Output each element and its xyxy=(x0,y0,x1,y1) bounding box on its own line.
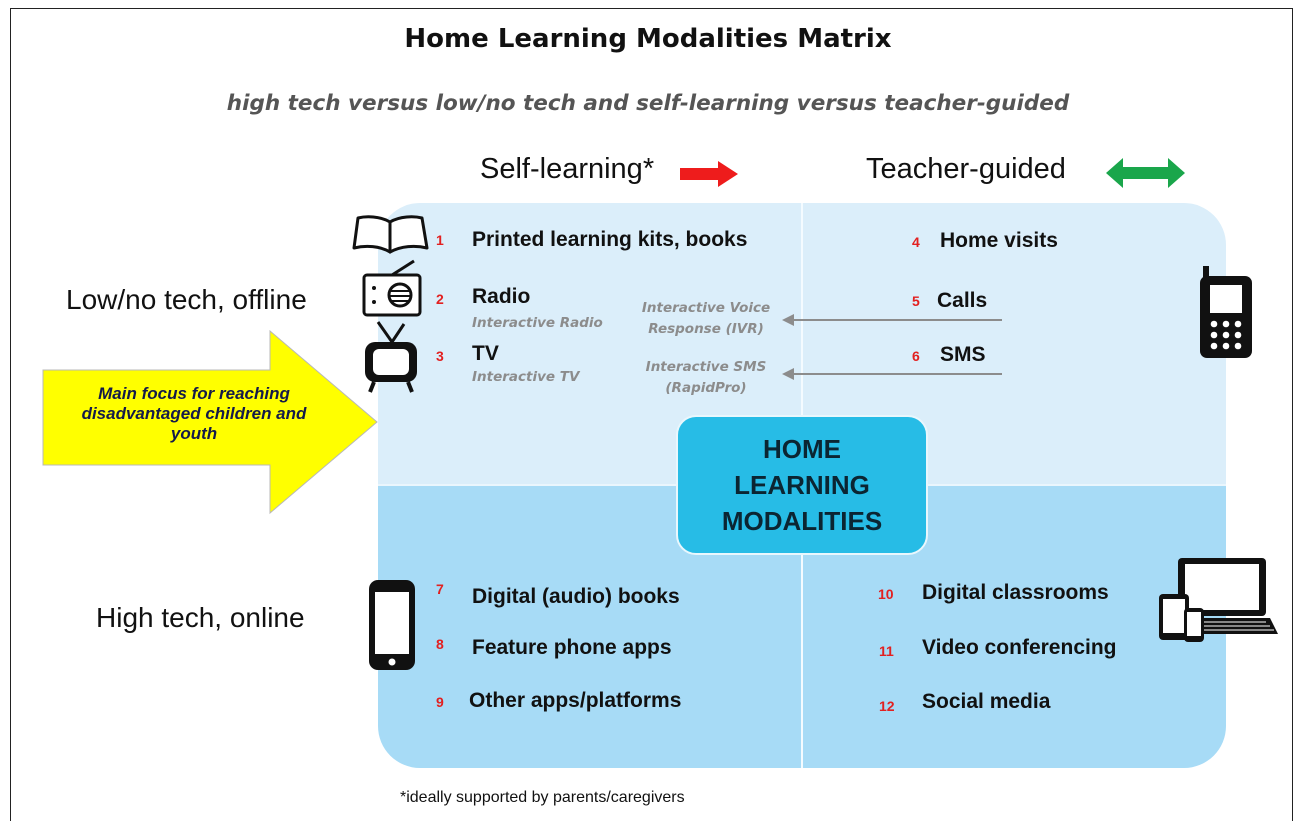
tv-icon xyxy=(365,321,417,393)
item-number: 12 xyxy=(879,698,895,714)
sms-connector-line1: Interactive SMS xyxy=(645,359,767,375)
item-number: 5 xyxy=(912,293,920,309)
center-label: HOME LEARNING MODALITIES xyxy=(721,434,883,536)
item-number: 9 xyxy=(436,694,444,710)
sms-connector-line2: (RapidPro) xyxy=(665,380,747,396)
item-number: 1 xyxy=(436,232,444,248)
footnote: *ideally supported by parents/caregivers xyxy=(400,789,685,806)
item-number: 11 xyxy=(879,643,894,659)
row-label-low-tech: Low/no tech, offline xyxy=(66,284,307,315)
item-number: 10 xyxy=(878,586,894,602)
sms-connector-label: Interactive SMS (RapidPro) xyxy=(636,357,776,399)
column-header-self-learning: Self-learning* xyxy=(480,153,655,185)
book-icon xyxy=(352,215,429,254)
radio-icon xyxy=(362,259,422,317)
devices-icon xyxy=(1159,558,1278,642)
item-printed-kits: Printed learning kits, books xyxy=(472,228,748,251)
connector-arrows xyxy=(782,314,1002,380)
item-video-conferencing: Video conferencing xyxy=(922,636,1117,659)
diagram-subtitle: high tech versus low/no tech and self-le… xyxy=(226,91,1070,116)
item-radio-sub: Interactive Radio xyxy=(472,315,603,331)
item-home-visits: Home visits xyxy=(940,229,1058,252)
item-number: 2 xyxy=(436,291,444,307)
item-other-apps: Other apps/platforms xyxy=(469,689,682,712)
item-number: 3 xyxy=(436,348,444,364)
home-learning-modalities-box: HOME LEARNING MODALITIES xyxy=(676,415,928,555)
item-number: 6 xyxy=(912,348,920,364)
diagram-title: Home Learning Modalities Matrix xyxy=(404,24,892,54)
item-tv: TV xyxy=(472,342,499,365)
red-arrow-icon xyxy=(680,161,738,187)
double-arrow-icon xyxy=(1106,158,1185,188)
item-number: 4 xyxy=(912,234,920,250)
item-sms: SMS xyxy=(940,343,986,366)
item-calls: Calls xyxy=(937,289,988,312)
smartphone-icon xyxy=(369,580,415,670)
ivr-label-line1: Interactive Voice xyxy=(641,300,771,316)
item-radio: Radio xyxy=(472,285,531,308)
item-digital-classrooms: Digital classrooms xyxy=(922,581,1109,604)
callout-text: Main focus for reaching disadvantaged ch… xyxy=(81,384,307,443)
ivr-label-line2: Response (IVR) xyxy=(648,321,764,337)
item-feature-phone-apps: Feature phone apps xyxy=(472,636,672,659)
ivr-label: Interactive Voice Response (IVR) xyxy=(636,298,776,340)
feature-phone-icon xyxy=(1200,266,1252,358)
item-number: 7 xyxy=(436,581,444,597)
item-tv-sub: Interactive TV xyxy=(472,369,580,385)
item-digital-books: Digital (audio) books xyxy=(472,585,680,608)
row-label-high-tech: High tech, online xyxy=(96,602,305,633)
column-header-teacher-guided: Teacher-guided xyxy=(866,153,1066,185)
callout-arrow-icon xyxy=(42,330,378,515)
item-social-media: Social media xyxy=(922,690,1051,713)
item-number: 8 xyxy=(436,636,444,652)
